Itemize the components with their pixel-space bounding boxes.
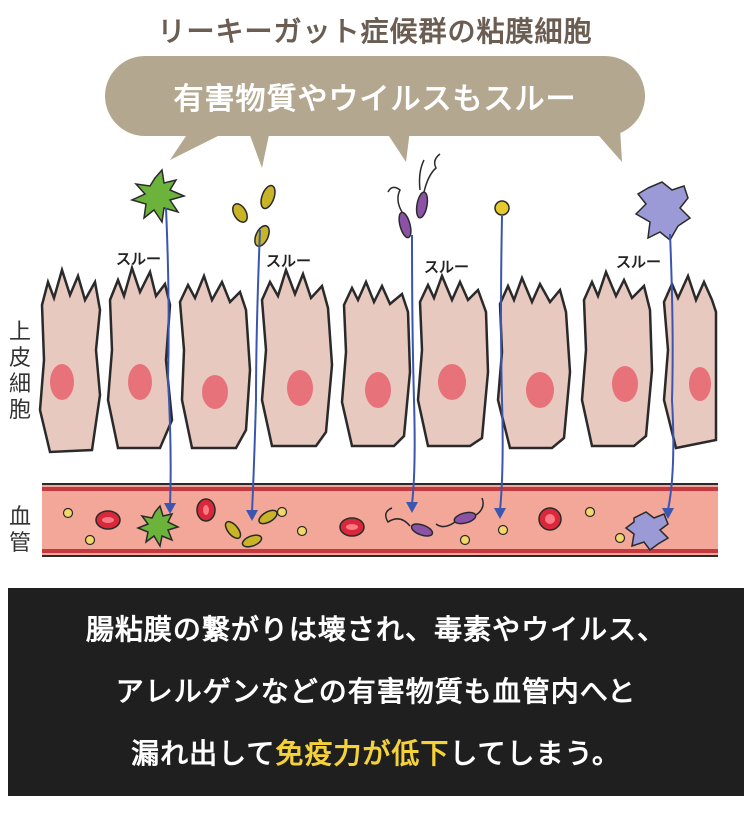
nucleus xyxy=(287,370,313,406)
pass-through-label: スルー xyxy=(616,253,662,271)
epithelial-cells-label: 上 皮 細 胞 xyxy=(8,320,31,423)
caption-highlight: 免疫力が低下 xyxy=(275,737,450,770)
blood-vessel-label: 血 管 xyxy=(8,505,31,556)
speech-bubble: 有害物質やウイルスもスルー xyxy=(105,56,645,136)
penetration-arrows xyxy=(165,207,675,513)
nucleus xyxy=(128,364,152,400)
purple-bacteria-icon xyxy=(387,153,441,239)
vessel-particles xyxy=(62,506,626,546)
caption-box: 腸粘膜の繋がりは壊され、毒素やウイルス、 アレルゲンなどの有害物質も血管内へと … xyxy=(8,588,744,796)
red-blood-cells xyxy=(95,498,562,537)
arrow-path xyxy=(251,229,261,513)
epithelial-cell xyxy=(416,272,490,448)
vessel-purple-bacteria xyxy=(385,497,484,537)
page-title: リーキーガット症候群の粘膜細胞 xyxy=(157,15,593,48)
nucleus xyxy=(526,372,554,408)
epithelial-cell-layer xyxy=(38,263,718,454)
epithelial-cell xyxy=(340,278,412,448)
nucleus xyxy=(50,364,74,400)
arrow-path xyxy=(499,215,504,511)
green-virus-icon xyxy=(129,168,187,225)
arrow-path xyxy=(411,234,416,505)
yellow-particle-icon xyxy=(494,200,510,216)
caption-line-3-after: してしまう。 xyxy=(449,737,621,770)
pass-through-label: スルー xyxy=(424,258,470,276)
nucleus xyxy=(689,367,711,401)
arrow-path xyxy=(667,233,675,511)
arrow-path xyxy=(165,207,172,506)
epithelial-cell xyxy=(496,274,572,450)
blue-allergen-icon xyxy=(634,181,692,242)
nucleus xyxy=(202,375,228,409)
pass-through-label: スルー xyxy=(116,250,162,268)
nucleus xyxy=(612,366,638,402)
nucleus xyxy=(438,364,466,400)
caption-line-2: アレルゲンなどの有害物質も血管内へと xyxy=(115,675,637,708)
speech-bubble-text: 有害物質やウイルスもスルー xyxy=(173,82,577,117)
rbc-centers xyxy=(102,505,555,530)
blood-vessel xyxy=(42,483,718,557)
vessel-yellow-bacteria xyxy=(224,509,278,548)
arrowheads xyxy=(164,502,674,521)
epithelial-cell xyxy=(178,272,252,450)
pass-through-label: スルー xyxy=(266,252,312,270)
yellow-bacteria-icon xyxy=(232,184,276,248)
epithelial-cell xyxy=(260,266,334,448)
caption-line-3-before: 漏れ出して xyxy=(131,737,276,770)
vessel-green-virus xyxy=(135,504,181,549)
caption-line-3: 漏れ出して免疫力が低下してしまう。 xyxy=(131,723,621,785)
caption-line-1: 腸粘膜の繋がりは壊され、毒素やウイルス、 xyxy=(85,613,667,646)
epithelial-cell xyxy=(662,272,718,450)
epithelial-cell xyxy=(38,265,102,454)
vessel-blue-allergen xyxy=(624,511,670,552)
nucleus xyxy=(365,372,391,408)
epithelial-cell xyxy=(580,268,654,448)
leaky-gut-diagram xyxy=(38,120,718,557)
epithelial-cell xyxy=(106,263,174,450)
bubble-tails xyxy=(170,120,622,168)
cell-nuclei xyxy=(50,364,711,409)
